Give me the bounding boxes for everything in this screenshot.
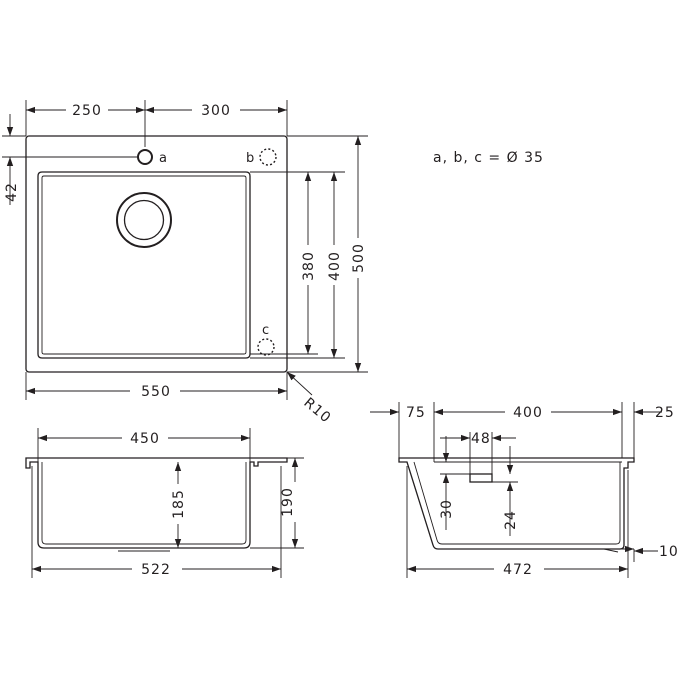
dim-472: 472 xyxy=(503,562,533,578)
front-view: 450 185 190 522 xyxy=(25,428,304,578)
dim-450: 450 xyxy=(130,431,160,447)
dim-500: 500 xyxy=(351,243,367,273)
dim-r10: R10 xyxy=(300,395,334,427)
hole-b xyxy=(259,148,277,166)
dim-190: 190 xyxy=(280,487,296,517)
dim-380: 380 xyxy=(301,251,317,281)
front-sink-body xyxy=(25,457,288,549)
dim-300: 300 xyxy=(201,103,231,119)
dim-42: 42 xyxy=(4,182,20,202)
label-b: b xyxy=(246,151,254,166)
dim-400-top: 400 xyxy=(327,251,343,281)
dim-30: 30 xyxy=(439,499,455,519)
front-bowl-inner xyxy=(41,462,247,545)
dim-10: 10 xyxy=(659,544,679,560)
drain-inner xyxy=(123,199,165,241)
dim-48: 48 xyxy=(471,431,491,447)
dim-24: 24 xyxy=(503,510,519,530)
dim-550: 550 xyxy=(141,384,171,400)
side-bowl-inner xyxy=(413,461,621,545)
tap-hole-a xyxy=(137,149,153,165)
sink-outline xyxy=(25,135,288,373)
hole-c xyxy=(257,338,275,356)
drain-outer xyxy=(116,192,172,248)
dim-522: 522 xyxy=(141,562,171,578)
dim-250: 250 xyxy=(72,103,102,119)
top-view: a b c 250 300 42 550 R10 xyxy=(2,100,368,427)
label-a: a xyxy=(159,151,167,166)
dim-75: 75 xyxy=(406,405,426,421)
bowl-outline xyxy=(37,171,251,359)
hole-note: a, b, c = Ø 35 xyxy=(433,150,544,166)
side-sink-body xyxy=(398,457,635,550)
side-view: 75 400 25 48 30 24 10 xyxy=(370,402,679,578)
dim-185: 185 xyxy=(171,489,187,519)
side-drain xyxy=(469,473,493,483)
bowl-inner-edge xyxy=(41,175,247,355)
label-c: c xyxy=(262,323,269,338)
dim-400-side: 400 xyxy=(513,405,543,421)
dim-25: 25 xyxy=(655,405,675,421)
